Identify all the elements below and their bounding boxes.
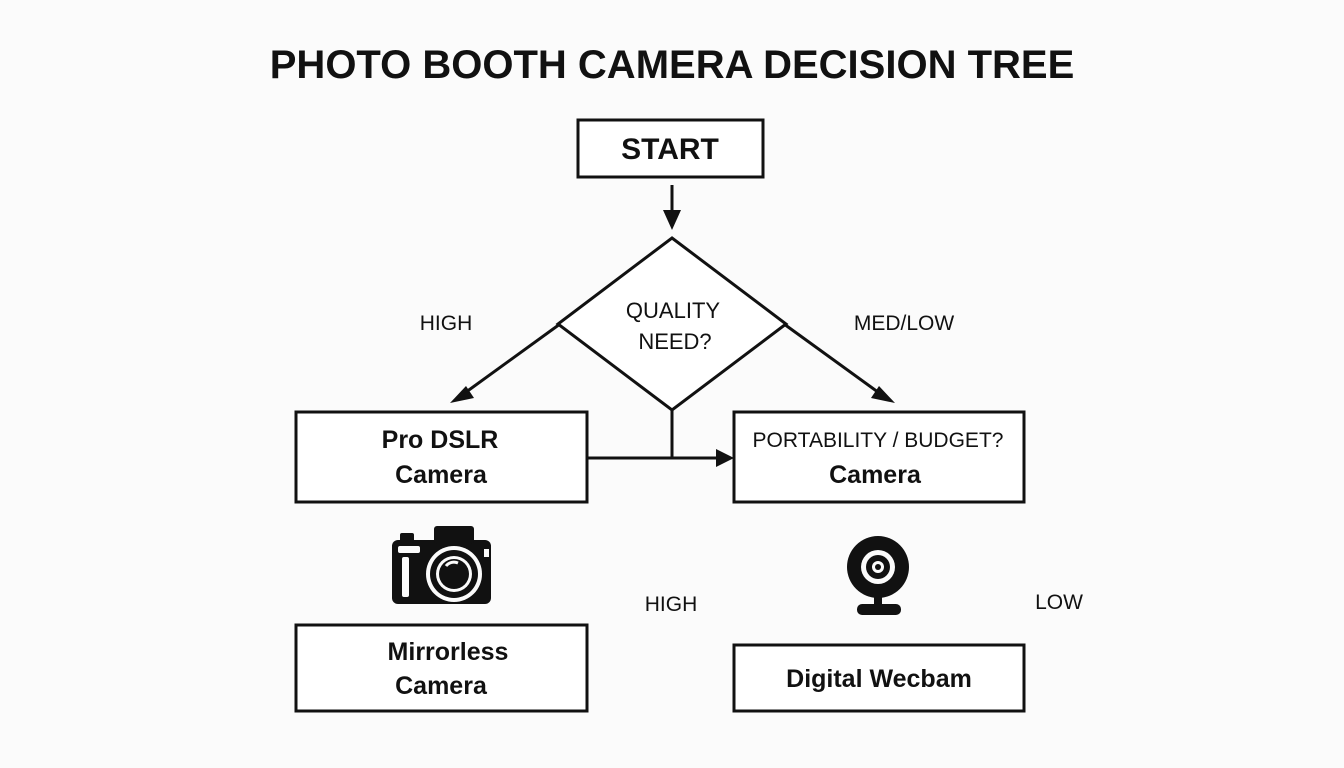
start-label: START bbox=[621, 133, 719, 166]
edge-label-high-left: HIGH bbox=[420, 312, 473, 335]
camera-icon bbox=[392, 526, 491, 604]
pro-dslr-label-line1: Pro DSLR bbox=[382, 426, 499, 454]
decision-label-line1: QUALITY bbox=[626, 298, 720, 323]
arrow-decision-to-pro-dslr bbox=[450, 322, 561, 403]
start-node: START bbox=[576, 118, 765, 179]
connector-to-portability bbox=[588, 410, 734, 467]
webcam-label: Digital Wecbam bbox=[786, 665, 972, 693]
mirrorless-label-line2: Camera bbox=[395, 672, 488, 700]
arrow-decision-to-portability bbox=[783, 322, 895, 403]
portability-label-line1: PORTABILITY / BUDGET? bbox=[753, 429, 1004, 452]
mirrorless-label-line1: Mirrorless bbox=[388, 638, 509, 666]
pro-dslr-node: Pro DSLR Camera bbox=[294, 410, 589, 504]
arrow-start-to-decision bbox=[663, 185, 681, 230]
portability-node: PORTABILITY / BUDGET? Camera bbox=[732, 410, 1026, 504]
edge-label-low-right: LOW bbox=[1035, 591, 1083, 614]
portability-label-line2: Camera bbox=[829, 461, 922, 489]
webcam-node: Digital Wecbam bbox=[732, 643, 1026, 713]
edge-label-med-low: MED/LOW bbox=[854, 312, 955, 335]
diagram-title: PHOTO BOOTH CAMERA DECISION TREE bbox=[270, 43, 1075, 87]
quality-decision-node: QUALITY NEED? bbox=[555, 236, 789, 412]
edge-label-high-middle: HIGH bbox=[645, 593, 698, 616]
mirrorless-node: Mirrorless Camera bbox=[294, 623, 589, 713]
webcam-icon bbox=[847, 536, 909, 615]
decision-label-line2: NEED? bbox=[638, 329, 711, 354]
pro-dslr-label-line2: Camera bbox=[395, 461, 488, 489]
